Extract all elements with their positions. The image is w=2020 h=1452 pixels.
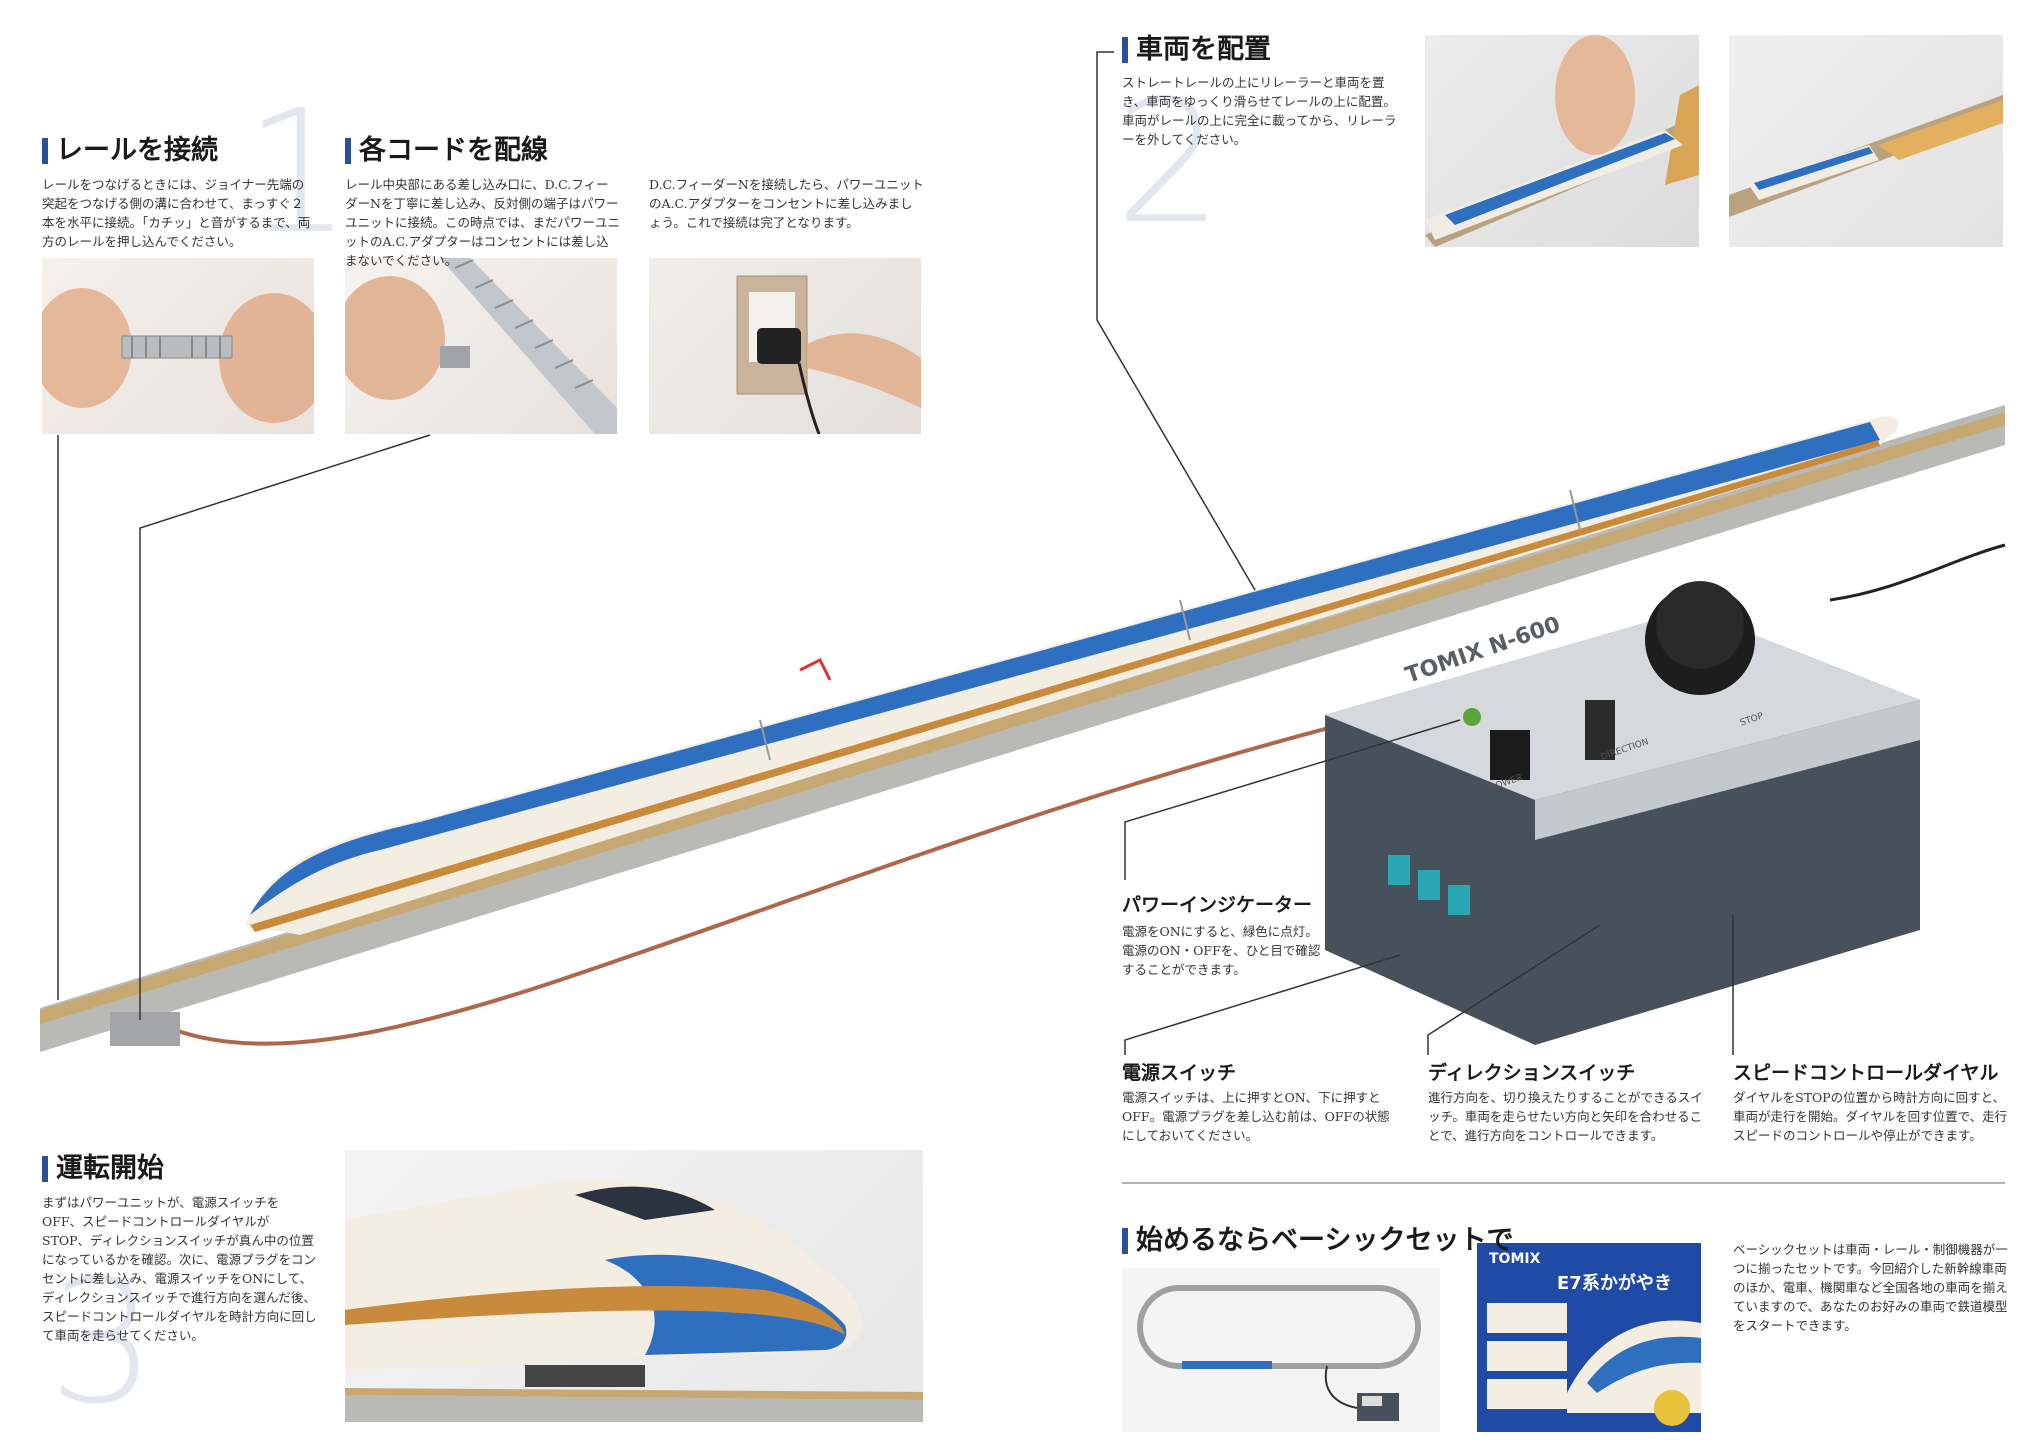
track-rails [40,412,2005,1024]
section-text-start-driving: まずはパワーユニットが、電源スイッチをOFF、スピードコントロールダイヤルがST… [42,1195,317,1343]
step-number-1: 1 [244,74,353,272]
oval-layout-illustration [1137,1285,1421,1421]
section-text-wiring: レール中央部にある差し込み口に、D.C.フィーダーNを丁寧に差し込み、反対側の端… [345,177,621,268]
train-on-rail-illustration [1729,95,2003,217]
step-number-3: 3 [48,1244,157,1442]
shinkansen-train [245,416,1899,935]
section-text-adapter: D.C.フィーダーNを接続したら、パワーユニットのA.C.アダプターをコンセント… [649,177,924,230]
section-text-basic-set: ベーシックセットは車両・レール・制御機器が一つに揃ったセットです。今回紹介した新… [1733,1242,2008,1333]
section-text-place-train: ストレートレールの上にリレーラーと車両を置き、車両をゆっくり滑らせてレールの上に… [1122,75,1397,147]
outlet-illustration [736,275,921,434]
photo-rerailer-hand [1425,35,1699,247]
rail-joining-illustration [42,288,314,423]
section-title-wiring: 各コードを配線 [345,135,548,167]
callout-text-speed-dial: ダイヤルをSTOPの位置から時計方向に回すと、車両が走行を開始。ダイヤルを回す位… [1733,1090,2008,1143]
photo-basic-set-box: TOMIX E7系かがやき [1477,1243,1701,1432]
callout-text-power-switch: 電源スイッチは、上に押すとON、下に押すとOFF。電源プラグを差し込む前は、OF… [1122,1090,1390,1143]
section-title-start-driving: 運転開始 [42,1153,164,1185]
rerailer-hand-illustration [1425,35,1699,247]
step-number-2: 2 [1115,64,1224,262]
feeder-wire [174,698,1441,1046]
section-text-connect-rail: レールをつなげるときには、ジョイナー先端の突起をつなげる側の溝に合わせて、まっす… [42,177,311,249]
power-cord [1829,543,2006,602]
photo-wall-outlet [649,258,921,434]
section-title-place-train: 車両を配置 [1122,34,1271,66]
callout-title-power-indicator: パワーインジケーター [1122,894,1313,916]
feeder-connector [110,1012,180,1046]
photo-rail-joining [42,258,314,434]
callout-leader-lines [57,51,1734,1055]
callout-title-direction-switch: ディレクションスイッチ [1428,1062,1636,1084]
photo-train-on-rail [1729,35,2003,247]
box-art-illustration [1487,1303,1701,1426]
train-closeup-illustration [345,1178,923,1422]
callout-text-direction-switch: 進行方向を、切り換えたりすることができるスイッチ。車両を走らせたい方向と矢印を合… [1428,1090,1703,1143]
callout-text-power-indicator: 電源をONにすると、緑色に点灯。電源のON・OFFを、ひと目で確認することができ… [1122,924,1321,977]
feeder-illustration [345,258,617,434]
power-unit-illustration [1325,581,1920,1045]
callout-title-power-switch: 電源スイッチ [1122,1062,1237,1084]
box-brand: TOMIX [1489,1251,1541,1267]
box-title: E7系かがやき [1557,1273,1672,1294]
photo-oval-layout [1122,1268,1440,1432]
photo-train-closeup [345,1150,923,1422]
section-title-basic-set: 始めるならベーシックセットで [1122,1225,1513,1257]
callout-title-speed-dial: スピードコントロールダイヤル [1733,1062,1999,1084]
section-title-connect-rail: レールを接続 [42,135,218,167]
photo-feeder-connection [345,258,617,434]
